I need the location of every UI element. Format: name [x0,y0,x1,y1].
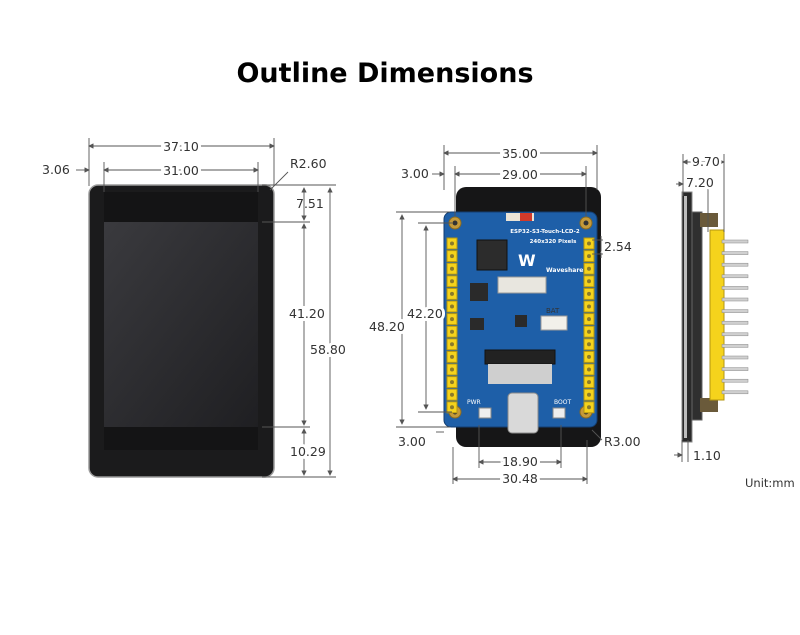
header-pin-hole [587,291,591,296]
back-view: BAT PWR BOOT ESP32-S3-Touch-LCD-2 240x32… [366,143,641,489]
side-pin [721,286,749,290]
back-height: 48.20 [369,319,405,334]
front-bottom-bezel: 10.29 [290,444,326,459]
esp32-chip [476,239,508,271]
back-hole-offset-top: 3.00 [401,166,429,181]
pwr-button [478,407,492,419]
header-pin-hole [587,254,591,259]
header-pin-hole [450,380,454,385]
fpc-connector-bottom [484,349,556,365]
header-pin-hole [587,317,591,322]
header-pin-hole [450,354,454,359]
side-view: 9.70 7.20 1.10 [674,152,749,463]
side-pin [721,355,749,360]
header-pin-hole [587,279,591,284]
lcd-active-area [104,222,258,427]
side-pin [721,320,749,325]
ribbon-strip [488,364,552,384]
side-total-depth: 9.70 [692,154,720,169]
front-corner-radius: R2.60 [290,156,327,171]
front-screen-width: 31.00 [163,163,199,178]
header-pin-hole [450,241,454,246]
header-pin-hole [587,380,591,385]
header-pin-hole [587,304,591,309]
lcd-top-glass [104,192,258,222]
pwr-label: PWR [467,399,481,406]
left-pin-header [446,237,458,414]
header-pin-hole [450,405,454,410]
back-hole-offset-bottom: 3.00 [398,434,426,449]
header-pin-hole [587,329,591,334]
side-pin [721,239,749,244]
imu-chip [515,315,527,327]
side-header-pins [721,239,749,395]
header-pin-hole [450,367,454,372]
side-pin [721,262,749,267]
header-pin-hole [587,367,591,372]
right-pin-header [583,237,595,414]
fpc-connector-top [497,276,547,294]
header-pin-hole [450,392,454,397]
header-pin-hole [450,317,454,322]
side-pin [721,332,749,337]
side-board-depth: 7.20 [686,175,714,190]
side-board-connector-bottom [700,398,718,412]
header-pin-hole [450,291,454,296]
board-resolution: 240x320 Pixels [530,239,578,245]
back-pin-pitch: 2.54 [604,239,632,254]
header-pin-hole [587,241,591,246]
front-screen-height: 41.20 [289,306,325,321]
bat-label: BAT [546,307,560,315]
header-pin-hole [587,342,591,347]
header-pin-hole [450,254,454,259]
front-left-margin: 3.06 [42,162,70,177]
front-total-width: 37.10 [163,139,199,154]
front-total-height: 58.80 [310,342,346,357]
side-pin [721,390,749,395]
header-pin-hole [450,279,454,284]
side-pin-header-block [709,229,725,401]
boot-label: BOOT [554,399,571,406]
board-name: ESP32-S3-Touch-LCD-2 [510,229,580,235]
psram-chip [470,283,488,301]
header-pin-hole [450,342,454,347]
back-corner-radius: R3.00 [604,434,641,449]
front-top-bezel: 7.51 [296,196,324,211]
lcd-bottom-glass [104,427,258,450]
back-hole-spacing-y: 42.20 [407,306,443,321]
unit-label: Unit:mm [745,476,795,490]
boot-button [552,407,566,419]
side-pin [721,367,749,371]
header-pin-hole [587,266,591,271]
front-view: 37.10 31.00 3.06 R2.60 7.51 41.20 10.29 … [42,136,349,478]
header-pin-hole [587,392,591,397]
side-lcd-edge [684,196,687,438]
regulator-chip [470,318,484,330]
usb-c-port [507,392,539,434]
side-lcd-thickness: 1.10 [693,448,721,463]
bat-connector [540,315,568,331]
side-pin [721,297,749,302]
side-pin [721,274,749,279]
side-pcb-layer [691,211,703,421]
side-pin [721,251,749,255]
side-board-connector-top [700,213,718,227]
header-pin-hole [450,304,454,309]
page-title: Outline Dimensions [236,58,534,89]
header-pin-hole [587,405,591,410]
header-pin-hole [450,266,454,271]
header-pin-hole [450,329,454,334]
header-pin-hole [587,354,591,359]
side-pin [721,378,749,383]
back-usb-span: 18.90 [502,454,538,469]
brand-name: Waveshare [546,267,583,274]
back-hole-spacing-x: 29.00 [502,167,538,182]
side-pin [721,309,749,313]
brand-logo-mark: W [518,251,536,270]
back-total-width: 35.00 [502,146,538,161]
side-pin [721,344,749,348]
back-bottom-width: 30.48 [502,471,538,486]
